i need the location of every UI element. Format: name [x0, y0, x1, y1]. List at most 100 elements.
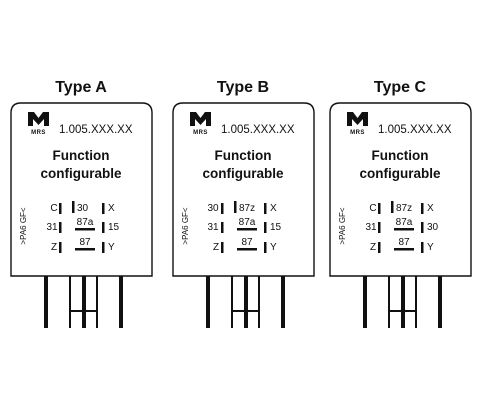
mrs-logo-mark	[28, 112, 49, 126]
pin-mark-center-mid	[237, 228, 257, 231]
part-number: 1.005.XXX.XX	[221, 124, 295, 136]
mrs-logo-text: MRS	[350, 130, 365, 136]
terminal	[388, 276, 390, 328]
relay-type-c: Type C MRS 1.005.XXX.XX Function configu…	[329, 79, 472, 328]
pin-label-right-mid: 15	[270, 222, 282, 233]
pin-label-right-mid: 15	[108, 222, 120, 233]
pin-label-right-top: X	[427, 203, 434, 214]
terminal	[258, 276, 260, 328]
pin-mark-left-mid	[59, 222, 62, 233]
pin-label-center-mid: 87a	[77, 217, 94, 228]
pin-mark-left-mid	[378, 222, 381, 233]
pin-mark-right-bot	[102, 242, 105, 253]
pin-mark-left-bot	[378, 242, 381, 253]
pin-label-right-top: X	[270, 203, 277, 214]
mrs-logo: MRS	[347, 112, 368, 136]
relay-housing	[10, 102, 153, 277]
terminal	[281, 276, 285, 328]
mrs-logo-text: MRS	[31, 130, 46, 136]
terminal	[401, 276, 405, 328]
function-line-1: Function	[53, 148, 110, 163]
pin-mark-center-mid	[394, 228, 414, 231]
pin-mark-center-bot	[75, 248, 95, 251]
pin-mark-right-mid	[264, 222, 267, 233]
terminal	[363, 276, 367, 328]
function-line-2: configurable	[359, 166, 440, 181]
pin-mark-right-bot	[421, 242, 424, 253]
pin-mark-left-mid	[221, 222, 224, 233]
relay-housing	[329, 102, 472, 277]
pin-label-left-top: 30	[207, 203, 219, 214]
pin-label-left-mid: 31	[207, 222, 219, 233]
pin-label-left-bot: Z	[213, 242, 219, 253]
mrs-logo-mark	[190, 112, 211, 126]
pin-mark-right-top	[264, 203, 267, 214]
terminal	[44, 276, 48, 328]
pin-mark-left-top	[221, 203, 224, 214]
relay-title: Type A	[55, 79, 107, 96]
pin-mark-right-mid	[102, 222, 105, 233]
mrs-logo: MRS	[28, 112, 49, 136]
pin-label-right-bot: Y	[108, 242, 115, 253]
pin-mark-center-bot	[237, 248, 257, 251]
mrs-logo-text: MRS	[193, 130, 208, 136]
function-line-2: configurable	[202, 166, 283, 181]
pin-mark-left-bot	[59, 242, 62, 253]
terminal	[82, 276, 86, 328]
relay-terminals	[206, 276, 285, 328]
pin-mark-center-top	[234, 201, 237, 213]
diode-dot	[243, 308, 249, 314]
terminal	[415, 276, 417, 328]
terminal	[244, 276, 248, 328]
pin-mark-right-mid	[421, 222, 424, 233]
pin-label-center-top: 87z	[239, 203, 255, 214]
pin-label-center-bot: 87	[398, 237, 410, 248]
relay-title: Type B	[217, 79, 269, 96]
pin-mark-left-top	[59, 203, 62, 214]
pin-label-center-mid: 87a	[396, 217, 413, 228]
pin-label-center-bot: 87	[79, 237, 91, 248]
function-line-2: configurable	[40, 166, 121, 181]
pin-label-left-bot: Z	[51, 242, 57, 253]
terminal	[119, 276, 123, 328]
relay-title: Type C	[374, 79, 427, 96]
terminal	[69, 276, 71, 328]
pin-label-center-top: 87z	[396, 203, 412, 214]
pin-label-left-mid: 31	[46, 222, 58, 233]
pin-mark-center-top	[72, 201, 75, 213]
mrs-logo: MRS	[190, 112, 211, 136]
material-label: >PA6 GF<	[181, 207, 190, 245]
pin-label-center-bot: 87	[241, 237, 253, 248]
part-number: 1.005.XXX.XX	[59, 124, 133, 136]
pin-label-left-mid: 31	[365, 222, 377, 233]
pin-label-left-bot: Z	[370, 242, 376, 253]
pin-label-left-top: C	[369, 203, 376, 214]
part-number: 1.005.XXX.XX	[378, 124, 452, 136]
pin-mark-left-top	[378, 203, 381, 214]
diode-dot	[81, 308, 87, 314]
material-label: >PA6 GF<	[19, 207, 28, 245]
pin-mark-center-mid	[75, 228, 95, 231]
material-label: >PA6 GF<	[338, 207, 347, 245]
pin-label-right-bot: Y	[270, 242, 277, 253]
relay-terminals	[363, 276, 442, 328]
pin-label-center-mid: 87a	[239, 217, 256, 228]
pin-mark-right-top	[421, 203, 424, 214]
pin-label-right-top: X	[108, 203, 115, 214]
terminal	[96, 276, 98, 328]
relay-terminals	[44, 276, 123, 328]
pin-mark-right-top	[102, 203, 105, 214]
terminal	[438, 276, 442, 328]
pin-mark-center-top	[391, 201, 394, 213]
pin-label-left-top: C	[50, 203, 57, 214]
function-line-1: Function	[372, 148, 429, 163]
terminal	[206, 276, 210, 328]
relay-type-b: Type B MRS 1.005.XXX.XX Function configu…	[172, 79, 315, 328]
function-line-1: Function	[215, 148, 272, 163]
pin-mark-center-bot	[394, 248, 414, 251]
pin-label-right-mid: 30	[427, 222, 439, 233]
diode-dot	[400, 308, 406, 314]
relay-type-a: Type A MRS 1.005.XXX.XX Function configu…	[10, 79, 153, 328]
terminal	[231, 276, 233, 328]
